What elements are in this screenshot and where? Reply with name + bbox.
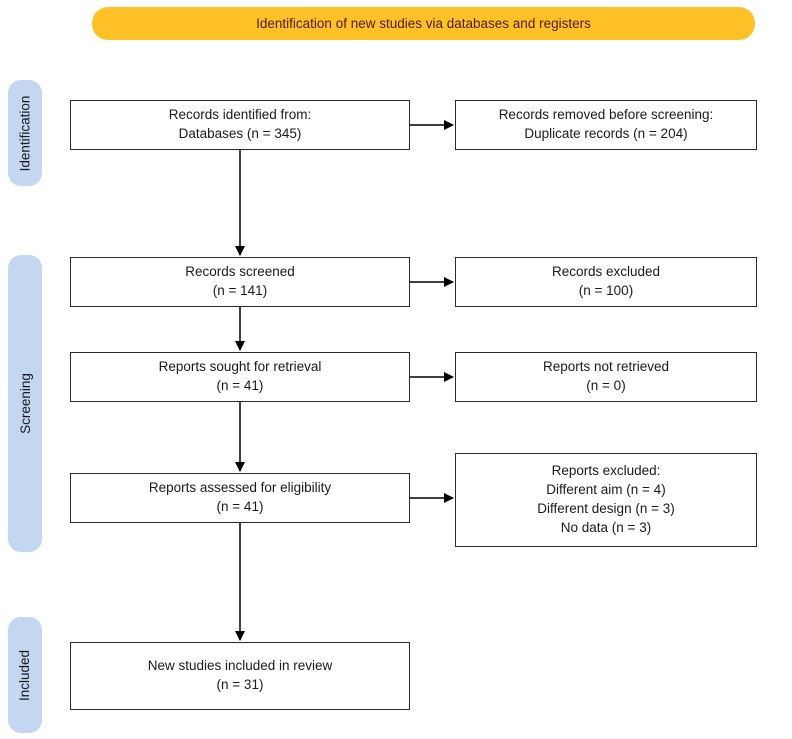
stage-label-identification: Identification: [17, 95, 33, 171]
title-banner-label: Identification of new studies via databa…: [256, 16, 591, 31]
stage-label-screening: Screening: [17, 373, 33, 434]
stage-pill-screening: Screening: [8, 255, 42, 552]
box-reports-assessed: Reports assessed for eligibility (n = 41…: [70, 473, 410, 523]
box-records-screened: Records screened (n = 141): [70, 257, 410, 307]
box-records-removed: Records removed before screening: Duplic…: [455, 100, 757, 150]
title-banner: Identification of new studies via databa…: [92, 7, 755, 40]
box-records-excluded: Records excluded (n = 100): [455, 257, 757, 307]
stage-label-included: Included: [17, 649, 33, 701]
box-reports-excluded: Reports excluded: Different aim (n = 4) …: [455, 453, 757, 547]
stage-pill-identification: Identification: [8, 80, 42, 186]
box-reports-sought: Reports sought for retrieval (n = 41): [70, 352, 410, 402]
box-reports-not-retrieved: Reports not retrieved (n = 0): [455, 352, 757, 402]
stage-pill-included: Included: [8, 617, 42, 733]
box-new-studies-included: New studies included in review (n = 31): [70, 642, 410, 710]
box-records-identified: Records identified from: Databases (n = …: [70, 100, 410, 150]
